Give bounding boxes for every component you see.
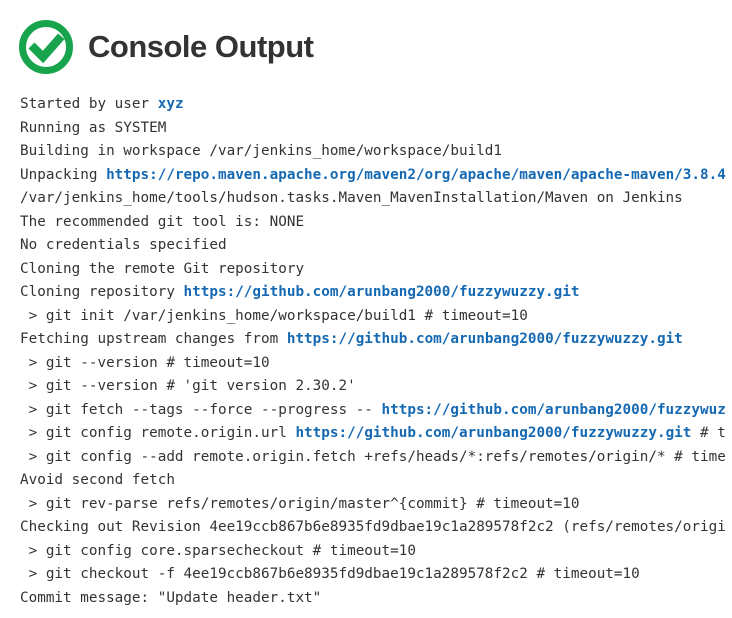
- console-text: Started by user: [20, 96, 158, 112]
- console-text: > git rev-parse refs/remotes/origin/mast…: [20, 495, 580, 512]
- console-text: > git config core.sparsecheckout # timeo…: [20, 542, 416, 559]
- console-line: Started by user xyz: [20, 93, 732, 117]
- console-line: Cloning the remote Git repository: [20, 258, 732, 282]
- console-text: Avoid second fetch: [20, 472, 175, 488]
- console-line: Checking out Revision 4ee19ccb867b6e8935…: [20, 516, 732, 540]
- console-line: Avoid second fetch: [20, 469, 732, 493]
- console-text: > git fetch --tags --force --progress --: [20, 401, 382, 418]
- console-link[interactable]: xyz: [157, 96, 184, 112]
- console-text: The recommended git tool is: NONE: [20, 213, 305, 230]
- page-title: Console Output: [88, 29, 314, 64]
- console-text: Fetching upstream changes from: [20, 331, 287, 347]
- console-line: > git --version # timeout=10: [20, 352, 732, 376]
- console-text: /var/jenkins_home/tools/hudson.tasks.Mav…: [20, 190, 683, 206]
- build-success-check-circle-icon: [18, 19, 74, 75]
- console-line: Running as SYSTEM: [20, 117, 732, 141]
- console-line: Fetching upstream changes from https://g…: [20, 328, 732, 352]
- console-link[interactable]: https://repo.maven.apache.org/maven2/org…: [106, 166, 726, 183]
- console-line: Building in workspace /var/jenkins_home/…: [20, 140, 732, 164]
- console-line: > git config remote.origin.url https://g…: [20, 422, 732, 446]
- console-link[interactable]: https://github.com/arunbang2000/fuzzywuz…: [286, 331, 683, 347]
- console-line: > git config core.sparsecheckout # timeo…: [20, 540, 732, 564]
- console-line: > git config --add remote.origin.fetch +…: [20, 446, 732, 470]
- console-text: Unpacking: [20, 166, 107, 183]
- console-text: > git config remote.origin.url: [20, 425, 296, 441]
- console-line: > git init /var/jenkins_home/workspace/b…: [20, 305, 732, 329]
- console-text: # t: [691, 425, 726, 441]
- console-text: > git config --add remote.origin.fetch +…: [20, 448, 726, 465]
- console-line: > git checkout -f 4ee19ccb867b6e8935fd9d…: [20, 563, 732, 587]
- console-text: Cloning the remote Git repository: [20, 260, 305, 277]
- console-line: The recommended git tool is: NONE: [20, 211, 732, 235]
- console-link[interactable]: https://github.com/arunbang2000/fuzzywuz…: [183, 284, 580, 300]
- console-text: > git --version # 'git version 2.30.2': [20, 378, 356, 394]
- console-line: Unpacking https://repo.maven.apache.org/…: [20, 164, 732, 188]
- console-line: Cloning repository https://github.com/ar…: [20, 281, 732, 305]
- console-line: /var/jenkins_home/tools/hudson.tasks.Mav…: [20, 187, 732, 211]
- console-text: Checking out Revision 4ee19ccb867b6e8935…: [20, 519, 726, 535]
- console-line: No credentials specified: [20, 234, 732, 258]
- console-text: > git init /var/jenkins_home/workspace/b…: [20, 307, 528, 324]
- console-line: > git --version # 'git version 2.30.2': [20, 375, 732, 399]
- console-line: Commit message: "Update header.txt": [20, 587, 732, 611]
- console-link[interactable]: https://github.com/arunbang2000/fuzzywuz: [381, 401, 726, 418]
- console-text: Building in workspace /var/jenkins_home/…: [20, 143, 503, 159]
- console-text: Cloning repository: [20, 284, 184, 300]
- console-text: Running as SYSTEM: [20, 119, 167, 136]
- console-text: Commit message: "Update header.txt": [20, 589, 322, 606]
- console-line: > git fetch --tags --force --progress --…: [20, 399, 732, 423]
- console-text: > git checkout -f 4ee19ccb867b6e8935fd9d…: [20, 566, 640, 582]
- console-output-header: Console Output: [18, 18, 732, 76]
- console-text: No credentials specified: [20, 237, 227, 253]
- console-text: > git --version # timeout=10: [20, 354, 270, 371]
- console-line: > git rev-parse refs/remotes/origin/mast…: [20, 493, 732, 517]
- console-link[interactable]: https://github.com/arunbang2000/fuzzywuz…: [295, 425, 692, 441]
